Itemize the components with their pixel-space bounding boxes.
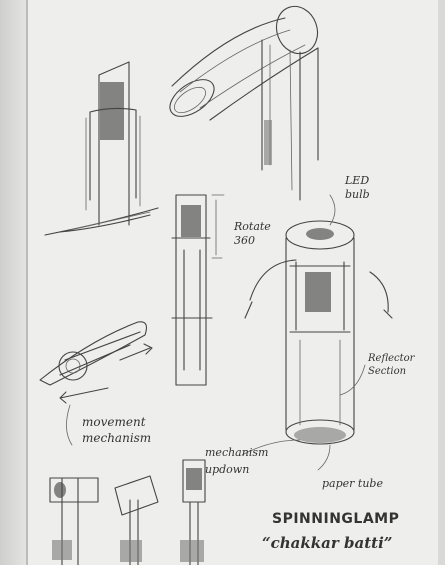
sketch-bottom-variants <box>50 460 205 565</box>
sketch-rotating-column <box>172 195 224 385</box>
label-spinning-lamp: SPINNINGLAMP <box>272 512 399 526</box>
label-led-bulb: LED bulb <box>345 174 385 203</box>
label-paper-tube: paper tube <box>322 478 383 489</box>
pointer-line-papertube <box>318 445 330 470</box>
sketch-tilted-cylinder <box>163 1 324 200</box>
label-rotate-360: Rotate 360 <box>234 220 268 249</box>
label-mechanism-updown: mechanism updown <box>205 445 275 478</box>
label-reflector-section: Reflector Section <box>368 352 416 378</box>
label-chakkar-batti: “chakkar batti” <box>262 536 392 551</box>
label-movement-mechanism: movement mechanism <box>82 415 172 446</box>
sketch-tall-lamp <box>45 62 158 235</box>
